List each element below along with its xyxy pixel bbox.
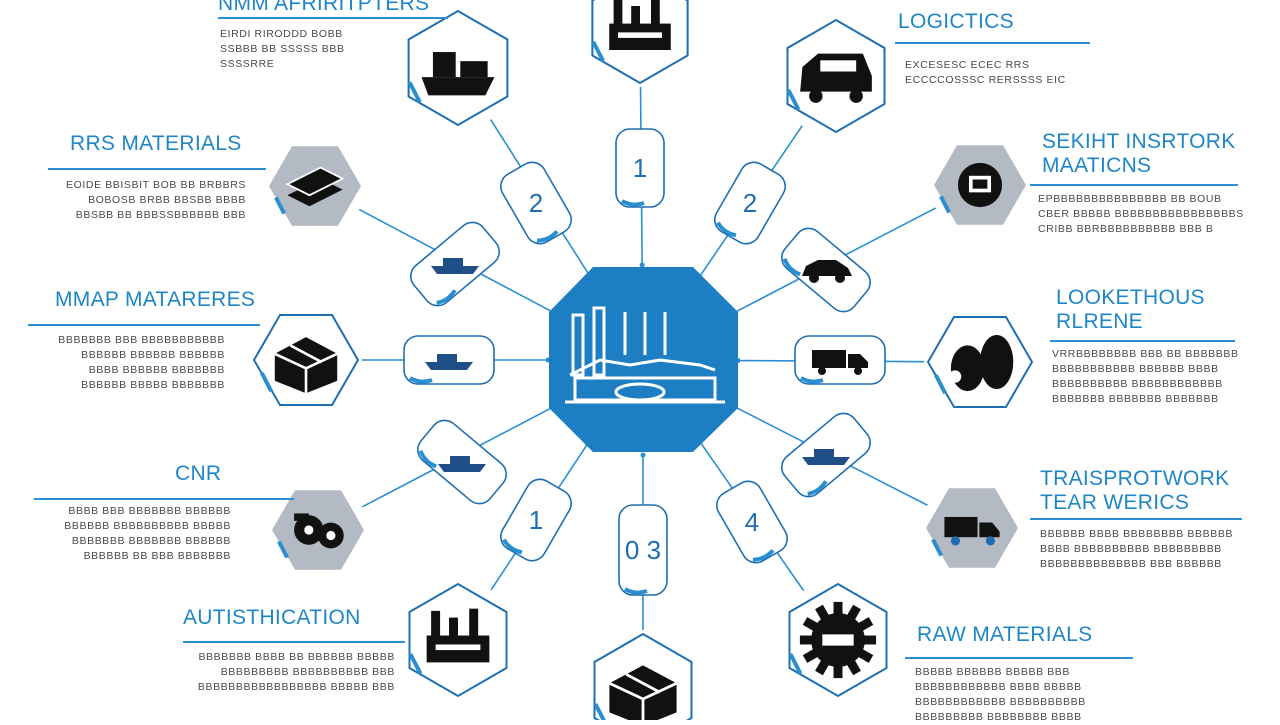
outer-nodes <box>252 0 1034 720</box>
title-top-left: NMM AFRIRITPTERS <box>218 0 430 15</box>
desc-map-materials: BBBBBBB BBB BBBBBBBBBBB BBBBBB BBBBBB BB… <box>58 334 225 391</box>
connector-number: 0 3 <box>625 535 661 565</box>
title-rule <box>1050 340 1235 342</box>
central-hub <box>549 267 738 452</box>
title-transport-line-2: TEAR WERICS <box>1040 491 1190 514</box>
material-stack-icon <box>285 166 345 207</box>
title-map-materials: MMAP MATARERES <box>55 288 256 311</box>
connector-number: 1 <box>633 153 647 183</box>
connector-number: 2 <box>529 188 543 218</box>
truck-icon <box>812 350 868 375</box>
title-lookethous-line-2: RLRENE <box>1056 310 1143 333</box>
title-rule <box>34 498 294 500</box>
connector-badge: 2 <box>714 161 786 245</box>
spoke-dot <box>639 262 645 268</box>
van-icon <box>800 53 872 103</box>
title-lookethous-line-1: LOOKETHOUS <box>1056 286 1205 309</box>
desc-top-left: EIRDI RIRODDD BOBB SSBBB BB SSSSS BBB SS… <box>220 28 345 70</box>
ship-icon <box>425 354 473 370</box>
connector-badge <box>417 419 507 505</box>
connector-badge <box>781 227 871 313</box>
node-cnr <box>272 490 364 570</box>
factory-icon <box>565 306 725 404</box>
connector-badge <box>781 412 871 498</box>
title-transport-line-1: TRAISPROTWORK <box>1040 467 1230 490</box>
title-rule <box>895 42 1090 44</box>
car-icon <box>802 260 852 283</box>
desc-logistics: EXCESESC ECEC RRS ECCCCOSSSC RERSSSS EIC <box>905 59 1066 86</box>
title-sensor-line-2: MAATICNS <box>1042 154 1152 177</box>
node-top-left <box>407 9 509 127</box>
node-lookethous <box>926 316 1034 408</box>
title-rule <box>905 657 1133 659</box>
ship-icon <box>802 449 850 465</box>
title-rule <box>183 641 405 643</box>
desc-raw-materials-right: BBBBB BBBBBB BBBBB BBB BBBBBBBBBBBB BBBB… <box>915 666 1086 723</box>
node-autisthication <box>408 582 508 698</box>
connector-badge: 0 3 <box>618 504 668 596</box>
node-sensor <box>934 145 1026 225</box>
title-raw-materials-right: RAW MATERIALS <box>917 623 1093 646</box>
node-bottom <box>593 632 693 720</box>
title-sensor-line-1: SEKIHT INSRTORK <box>1042 130 1236 153</box>
connector-number: 2 <box>743 188 757 218</box>
connector-badge: 1 <box>500 478 572 562</box>
desc-transport: BBBBBB BBBB BBBBBBBB BBBBBB BBBB BBBBBBB… <box>1040 528 1234 570</box>
network-device-icon <box>957 162 1003 208</box>
connector-badge: 1 <box>615 128 665 208</box>
connector-badges: 2 1 2 1 0 3 4 <box>403 128 886 596</box>
boxes-icon <box>608 665 678 720</box>
ship-icon <box>438 456 486 472</box>
title-rule <box>218 17 448 19</box>
connector-number: 1 <box>529 505 543 535</box>
node-map-materials <box>252 314 360 406</box>
title-raw-materials-left: RRS MATERIALS <box>70 132 242 155</box>
node-transport <box>926 488 1018 568</box>
node-raw-materials-right <box>788 582 888 698</box>
node-raw-materials-left <box>269 146 361 226</box>
desc-lookethous: VRRBBBBBBBB BBB BB BBBBBBB BBBBBBBBBBB B… <box>1052 348 1239 405</box>
title-rule <box>48 168 266 170</box>
title-cnr: CNR <box>175 462 222 485</box>
connector-badge <box>403 335 495 385</box>
title-rule <box>28 324 260 326</box>
desc-autisthication: BBBBBBB BBBB BB BBBBBB BBBBB BBBBBBBBB B… <box>197 651 395 693</box>
node-logistics <box>786 18 886 134</box>
machinery-icon <box>294 513 344 549</box>
spoke-dot <box>640 452 646 458</box>
connector-number: 4 <box>745 507 759 537</box>
factory-icon <box>609 0 671 50</box>
connector-badge <box>794 335 886 385</box>
boxes-icon <box>274 337 338 394</box>
ship-icon <box>431 258 479 274</box>
node-top <box>591 0 689 85</box>
cargo-ship-icon <box>421 52 495 96</box>
truck-icon <box>944 516 1000 546</box>
desc-cnr: BBBB BBB BBBBBBB BBBBBB BBBBBB BBBBBBBBB… <box>64 505 231 562</box>
connector-badge <box>410 221 500 307</box>
connector-badge: 2 <box>500 161 572 245</box>
connector-badge: 4 <box>716 480 788 564</box>
title-rule <box>1030 518 1242 520</box>
title-rule <box>1030 184 1238 186</box>
gear-icon <box>799 601 877 679</box>
storage-tanks-icon <box>948 334 1014 392</box>
title-autisthication: AUTISTHICATION <box>183 606 361 629</box>
desc-sensor: EPBBBBBBBBBBBBBBB BB BOUB CBER BBBBB BBB… <box>1038 193 1244 235</box>
desc-raw-materials-left: EOIDE BBISBIT BOB BB BRBBRS BOBOSB BRBB … <box>66 179 246 221</box>
factory-icon <box>426 608 490 663</box>
title-logistics: LOGICTICS <box>898 10 1014 33</box>
